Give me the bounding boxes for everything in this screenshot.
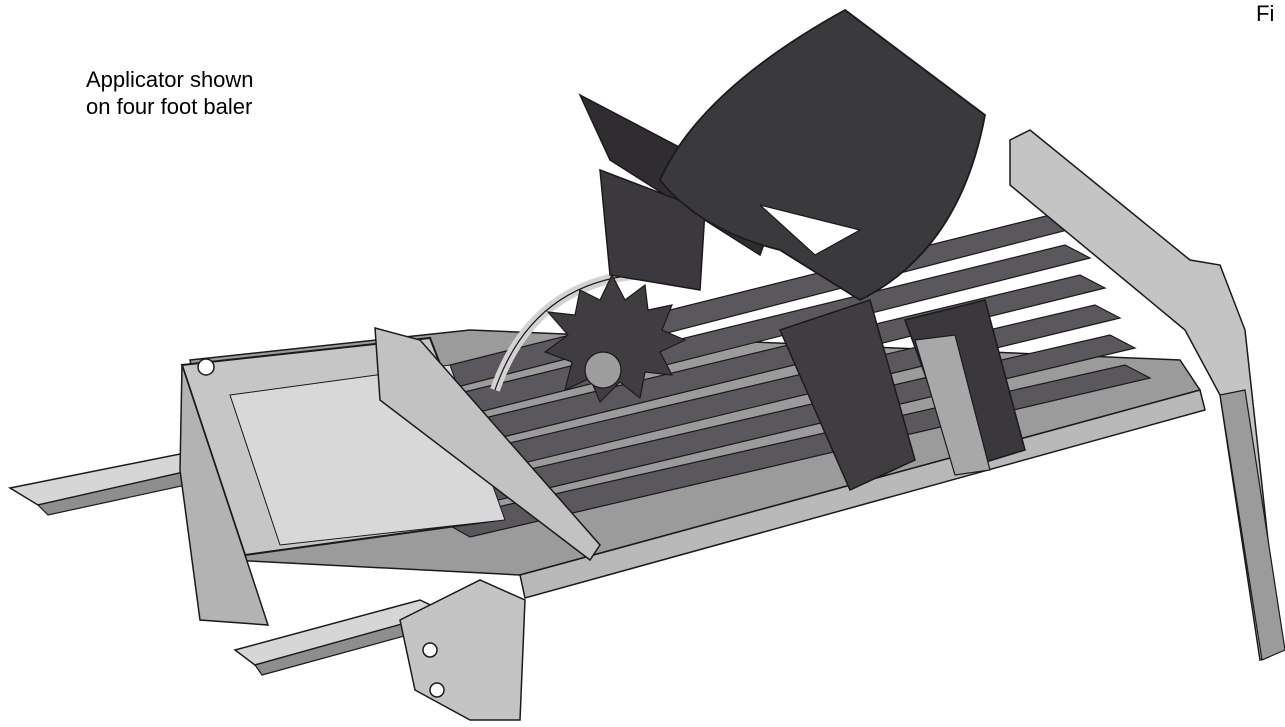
bottom-mount-plate [399, 579, 526, 721]
caption-line-1: Applicator shown [86, 67, 254, 92]
side-bracket [778, 299, 1026, 492]
figure-label: Fi [1256, 1, 1275, 26]
caption-line-2: on four foot baler [86, 94, 253, 119]
rear-arm [1009, 129, 1285, 662]
hopper-guard [578, 8, 986, 302]
side-plate-front [374, 327, 601, 562]
caption: Applicator shown on four foot baler [86, 66, 254, 120]
